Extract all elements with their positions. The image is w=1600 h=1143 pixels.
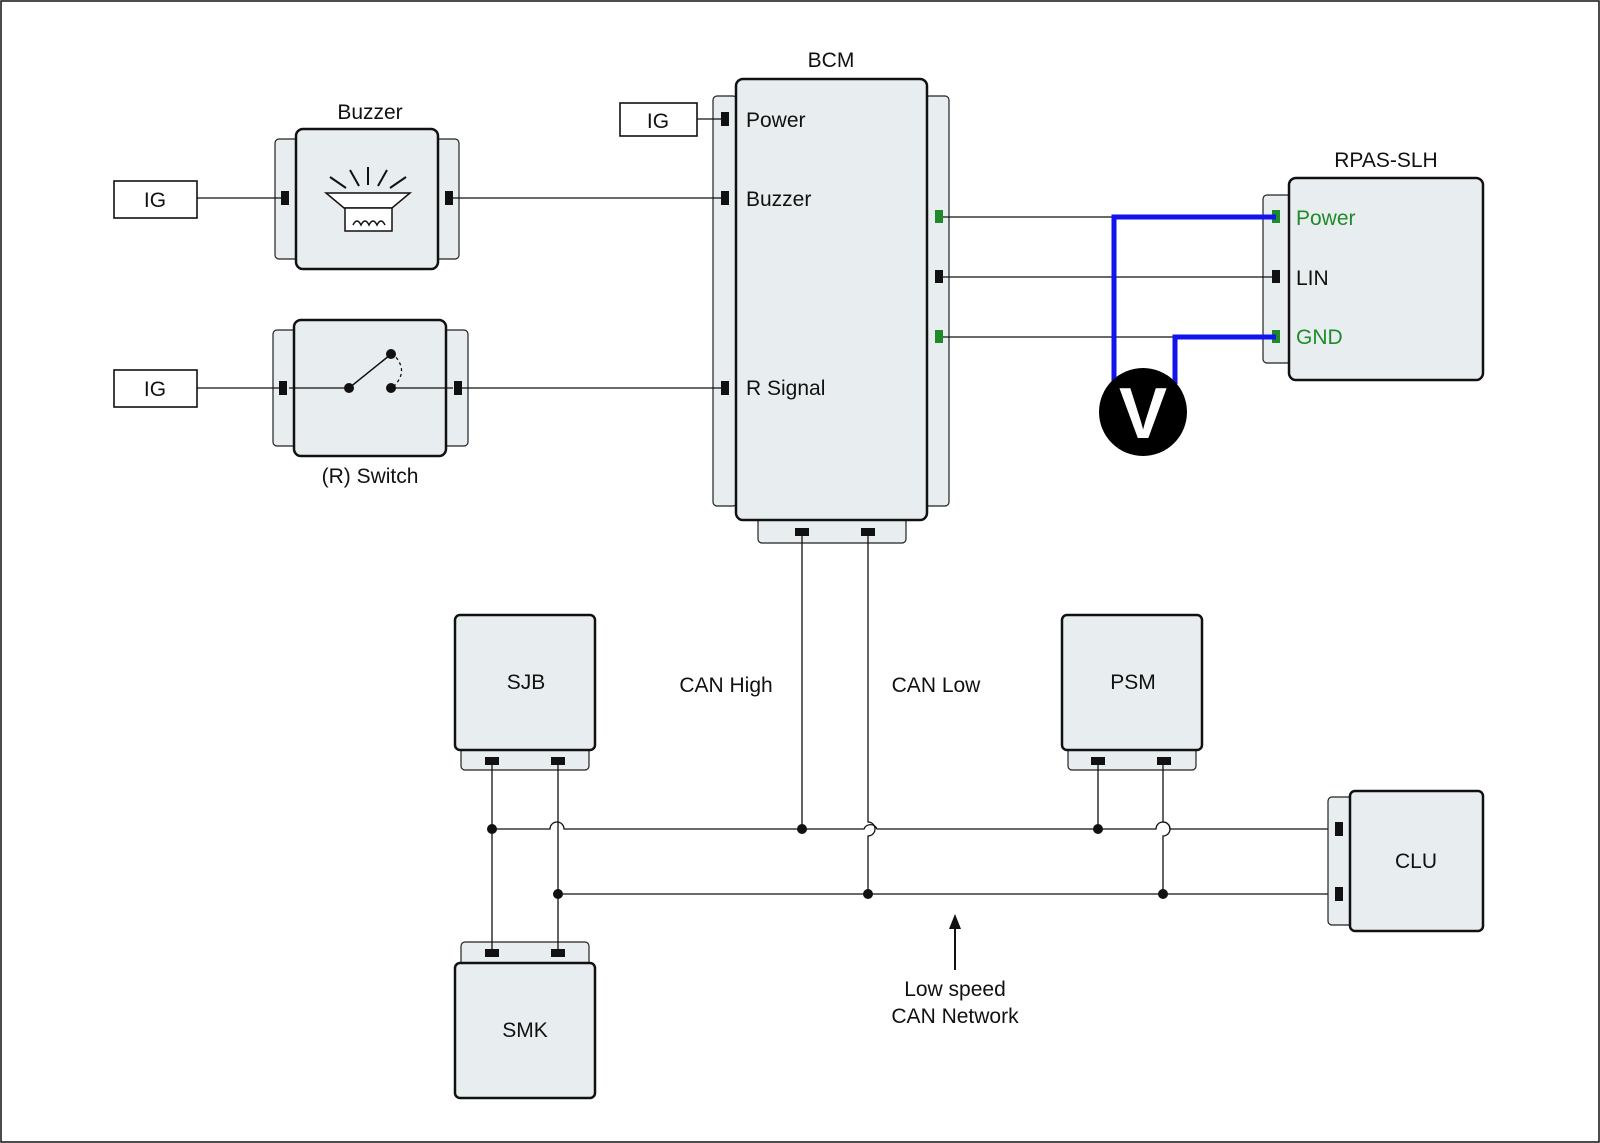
smk-title: SMK [502, 1019, 548, 1042]
smk-module: SMK [453, 941, 597, 1100]
switch-title: (R) Switch [322, 465, 419, 488]
ig-label-bcm: IG [647, 110, 669, 133]
voltmeter-icon: V [1099, 368, 1187, 456]
junction-sjb-low [553, 889, 563, 899]
can-high-label: CAN High [679, 674, 772, 697]
sjb-body [453, 613, 597, 752]
sjb-can-high-pin [485, 757, 499, 765]
buzzer-out-pin [445, 191, 453, 205]
bcm-pin-rsignal-label: R Signal [746, 377, 825, 400]
psm-can-high-pin [1091, 757, 1105, 765]
psm-module: PSM [1060, 613, 1204, 771]
switch-in-pin [279, 381, 287, 395]
junction-psm-high [1093, 824, 1103, 834]
ig-label-switch: IG [144, 378, 166, 401]
bcm-left-flange [712, 95, 738, 507]
psm-can-low-pin [1157, 757, 1171, 765]
r-switch-component: (R) Switch [272, 318, 469, 488]
rpas-pin-lin-label: LIN [1296, 267, 1329, 290]
buzzer-title: Buzzer [337, 101, 402, 124]
clu-can-low-pin [1335, 887, 1343, 901]
psm-body [1060, 613, 1204, 752]
bcm-rpas-gnd-pin [935, 330, 943, 343]
bcm-rsignal-pin [721, 381, 729, 395]
psm-can-low-drop [1162, 765, 1171, 894]
bcm-pin-buzzer-label: Buzzer [746, 188, 811, 211]
buzzer-in-pin [281, 191, 289, 205]
buzzer-component: Buzzer [274, 101, 460, 271]
rpas-title: RPAS-SLH [1334, 149, 1437, 172]
rpas-pin-power-label: Power [1296, 207, 1356, 230]
buzzer-icon [323, 167, 413, 232]
network-label-line1: Low speed [904, 978, 1006, 1001]
clu-can-high-pin [1335, 822, 1343, 836]
bcm-can-low-drop [867, 536, 876, 894]
sjb-module: SJB [453, 613, 597, 771]
ig-box-switch [113, 369, 198, 408]
bcm-can-low-pin [861, 528, 875, 536]
switch-out-pin [454, 381, 462, 395]
junction-bcm-high [797, 824, 807, 834]
smk-can-low-pin [551, 949, 565, 957]
junction-bcm-low [863, 889, 873, 899]
bcm-rpas-lin-pin [935, 270, 943, 283]
ig-label-buzzer: IG [144, 189, 166, 212]
clu-module: CLU [1327, 789, 1485, 933]
bcm-can-high-pin [795, 528, 809, 536]
psm-title: PSM [1110, 671, 1156, 694]
ig-box-buzzer [113, 180, 198, 219]
rpas-slh-module: RPAS-SLH Power LIN GND [1262, 149, 1485, 382]
bcm-pin-power-label: Power [746, 109, 806, 132]
smk-can-high-pin [485, 949, 499, 957]
bcm-title: BCM [808, 49, 855, 72]
bcm-power-pin [721, 112, 729, 126]
switch-contact-icon [289, 349, 453, 393]
voltmeter-probe-negative [1172, 334, 1276, 384]
network-annotation: Low speed CAN Network [891, 914, 1019, 1028]
bcm-body [734, 77, 929, 522]
network-label-line2: CAN Network [891, 1005, 1019, 1028]
arrow-up-icon [949, 914, 961, 929]
rpas-lin-pin [1272, 270, 1280, 283]
clu-body [1348, 789, 1485, 933]
voltmeter-probe-positive [1111, 214, 1276, 384]
junction-psm-low [1158, 889, 1168, 899]
voltmeter-symbol: V [1119, 374, 1167, 454]
can-low-label: CAN Low [892, 674, 982, 697]
bcm-rpas-power-pin [935, 210, 943, 223]
sjb-title: SJB [507, 671, 546, 694]
smk-body [453, 961, 597, 1100]
bcm-buzzer-pin [721, 191, 729, 205]
rpas-body [1287, 176, 1485, 382]
ig-box-bcm [619, 102, 698, 137]
junction-sjb-high [487, 824, 497, 834]
clu-title: CLU [1395, 850, 1437, 873]
sjb-can-low-pin [551, 757, 565, 765]
bcm-module: BCM Power Buzzer R Signal [712, 49, 950, 544]
bcm-right-flange [924, 95, 950, 507]
rpas-pin-gnd-label: GND [1296, 326, 1343, 349]
